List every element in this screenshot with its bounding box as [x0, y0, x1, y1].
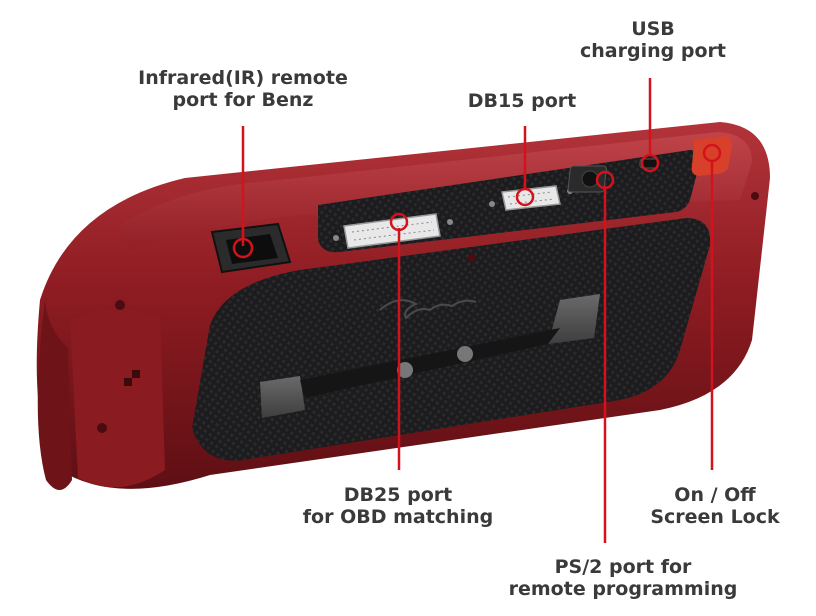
ps2-port-label-line1: PS/2 port for [554, 556, 692, 578]
db25-port-label-line2: for OBD matching [302, 506, 494, 528]
screw [751, 192, 759, 200]
ir-port-label-line1: Infrared(IR) remote [138, 67, 348, 89]
ir-port-label-line2: port for Benz [172, 89, 314, 111]
screw [97, 423, 107, 433]
callout-power [702, 143, 722, 470]
script-logo-icon [379, 299, 477, 320]
screw [468, 254, 476, 262]
db25-port-label-line1: DB25 port [343, 484, 453, 506]
power-button-label-line2: Screen Lock [650, 506, 780, 528]
usb-port-label-line2: charging port [580, 40, 726, 62]
callout-db25 [389, 212, 409, 470]
callout-ps2 [595, 170, 615, 543]
strap [300, 328, 560, 398]
ps2-port-label: PS/2 port for remote programming [505, 556, 741, 600]
right-pad [548, 294, 600, 344]
callout-ir [232, 126, 254, 259]
db15-port-label: DB15 port [452, 90, 592, 112]
power-button-label-line1: On / Off [674, 484, 756, 506]
db15-port-label-line1: DB15 port [467, 90, 577, 112]
left-pad [260, 376, 305, 418]
callout-db15 [515, 126, 535, 207]
device-handle-front [70, 309, 165, 488]
db25-port-label: DB25 port for OBD matching [276, 484, 520, 528]
device-handle [37, 300, 72, 490]
power-button [691, 136, 732, 176]
back-panel [192, 218, 711, 461]
power-button-label: On / Off Screen Lock [612, 484, 816, 528]
stand-screw [397, 362, 413, 378]
callout-usb [640, 78, 660, 173]
usb-port-label: USB charging port [578, 18, 728, 62]
stand-screw [457, 346, 473, 362]
ir-port-label: Infrared(IR) remote port for Benz [112, 67, 374, 111]
usb-port-label-line1: USB [631, 18, 675, 40]
ps2-port-label-line2: remote programming [508, 578, 738, 600]
screw [115, 300, 125, 310]
handle-vent [118, 370, 140, 386]
